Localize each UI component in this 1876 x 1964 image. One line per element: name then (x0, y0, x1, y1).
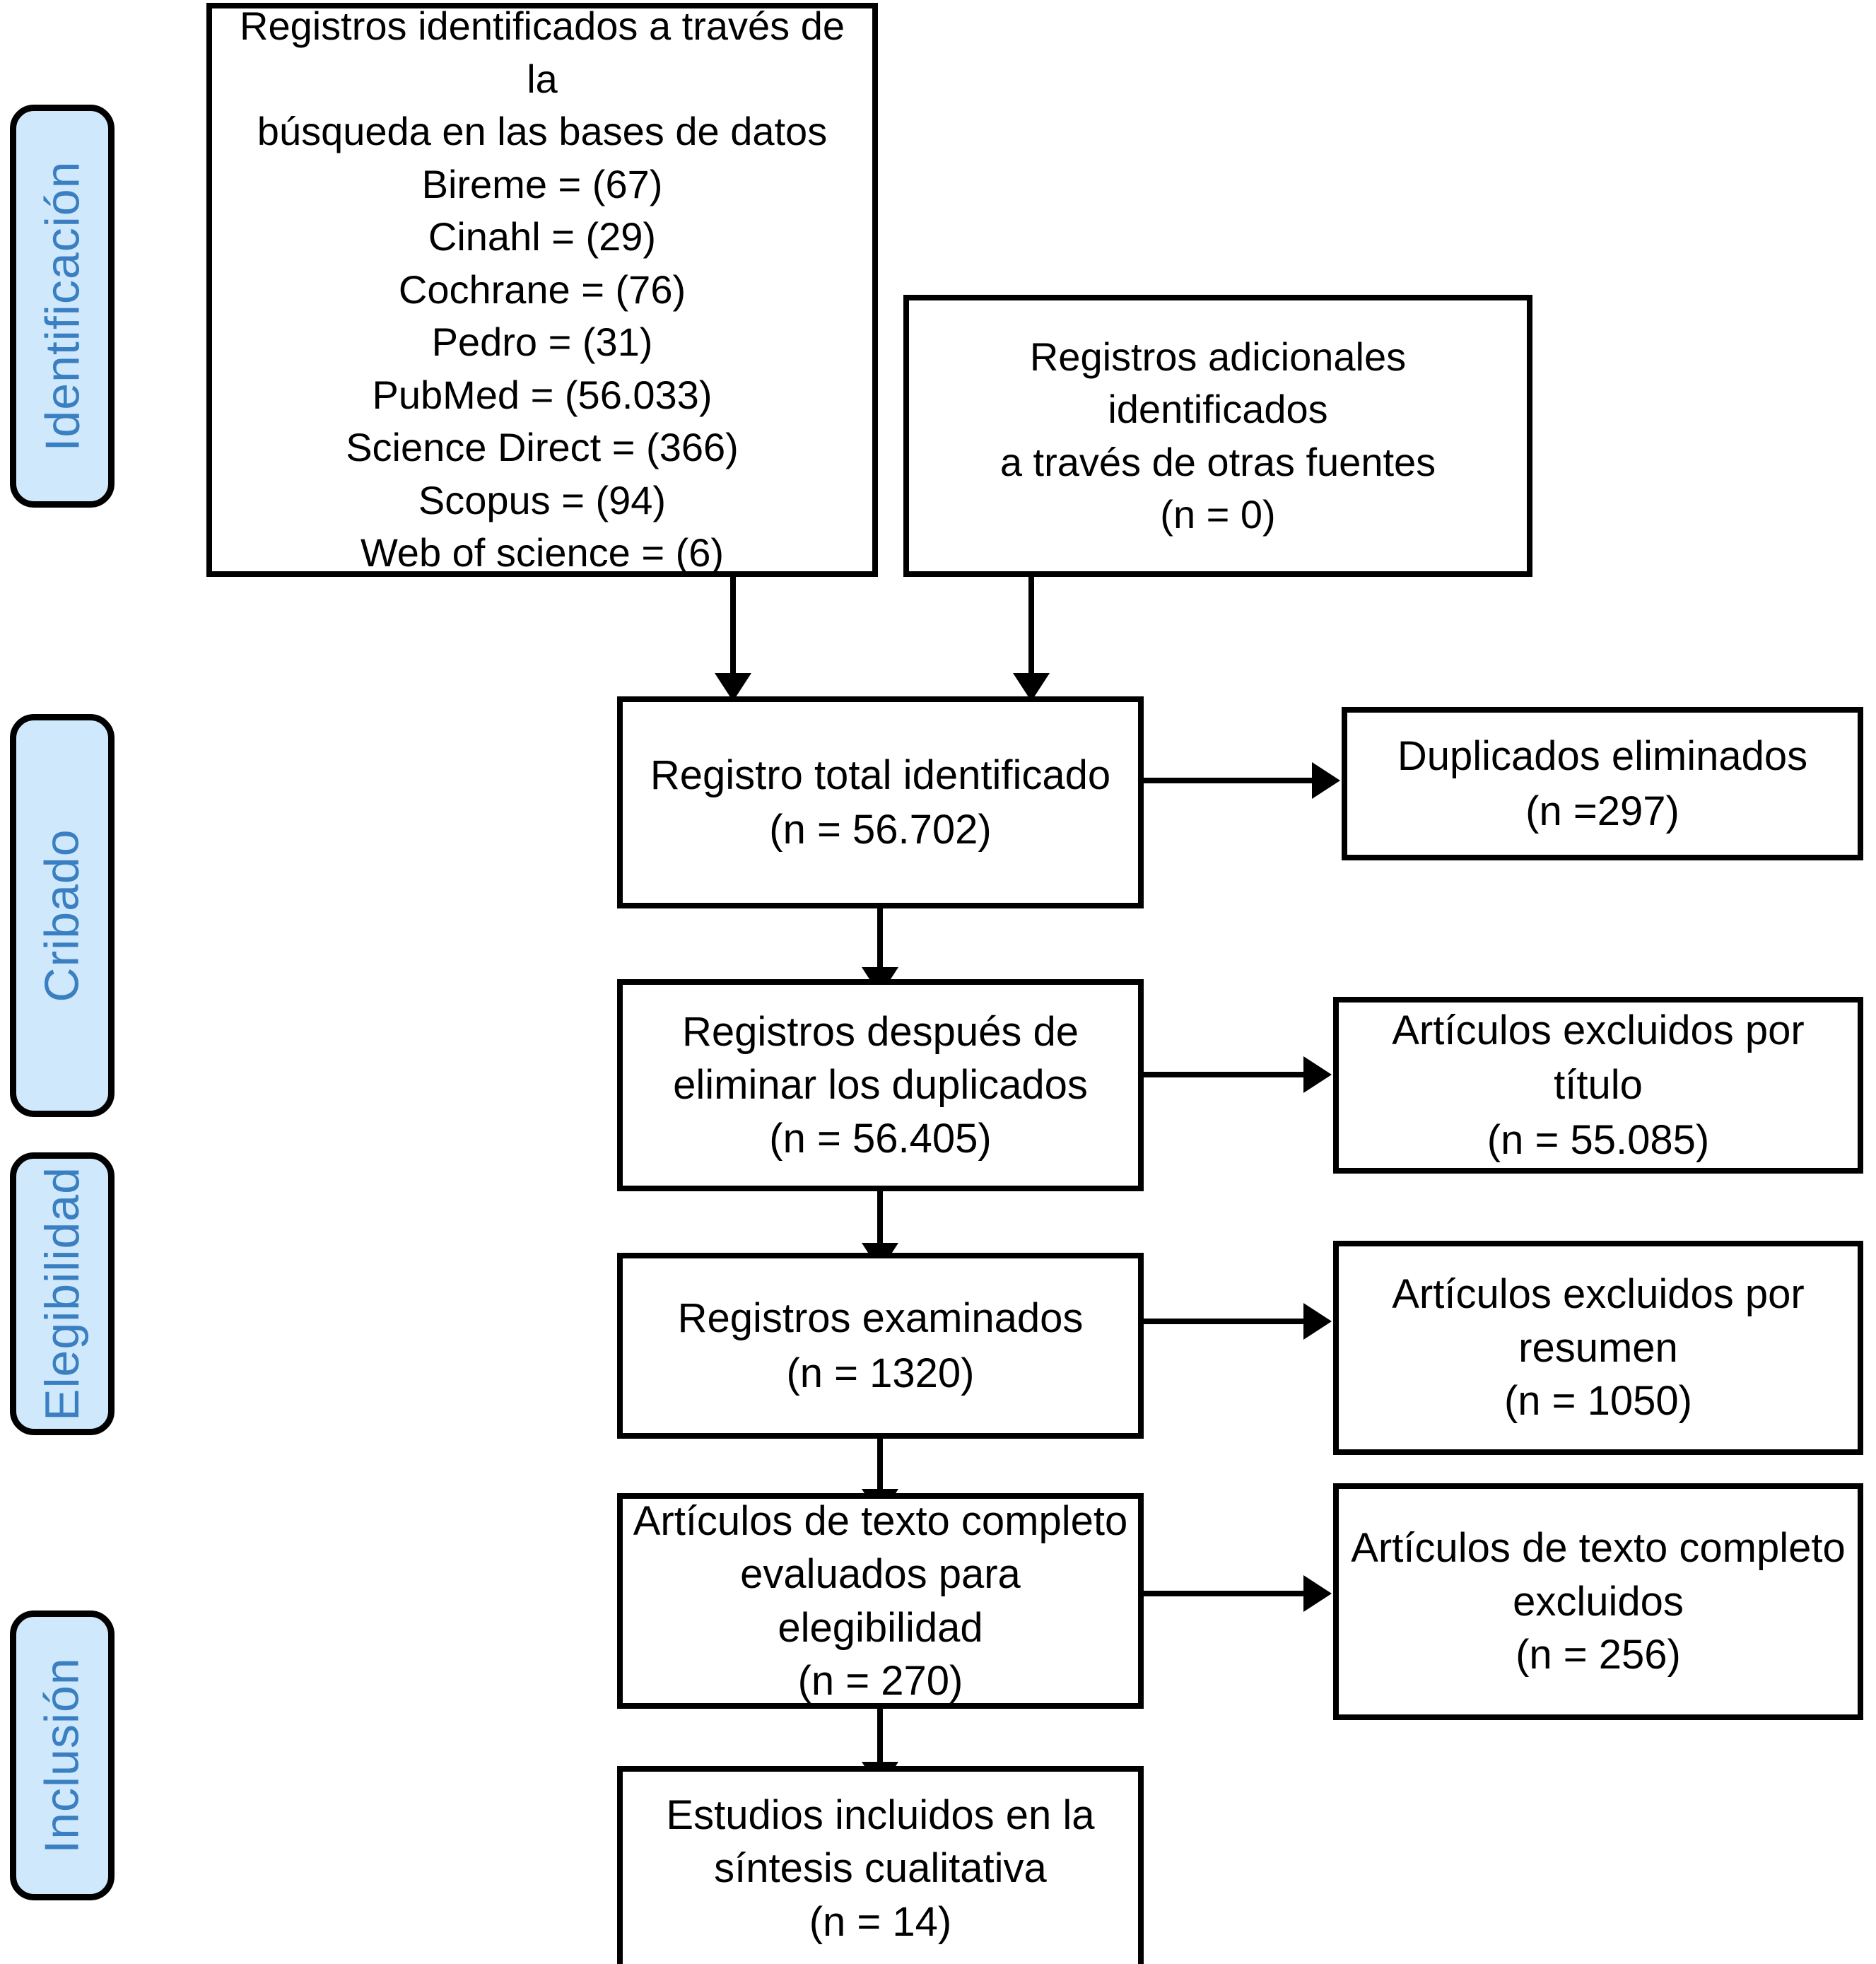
box-studies-included: Estudios incluidos en la síntesis cualit… (617, 1766, 1144, 1964)
box-fulltext-assessed: Artículos de texto completo evaluados pa… (617, 1493, 1144, 1709)
connector-fulltext-to-included (877, 1709, 883, 1767)
stage-label-elegibilidad-text: Elegibilidad (35, 1167, 89, 1421)
box-fulltext-excluded: Artículos de texto completo excluidos (n… (1333, 1483, 1863, 1720)
box-excluded-by-abstract: Artículos excluidos por resumen (n = 105… (1333, 1241, 1863, 1455)
box-duplicates-removed-text: Duplicados eliminados (n =297) (1397, 733, 1808, 834)
box-fulltext-assessed-text: Artículos de texto completo evaluados pa… (633, 1497, 1128, 1704)
box-records-screened-text: Registros examinados (n = 1320) (677, 1295, 1084, 1396)
connector-screened-to-fulltext (877, 1439, 883, 1494)
stage-label-identificacion: Identificación (10, 105, 115, 508)
box-total-identified-text: Registro total identificado (n = 56.702) (650, 752, 1111, 853)
box-records-other-sources: Registros adicionales identificados a tr… (903, 295, 1532, 577)
box-excluded-by-title: Artículos excluidos por título (n = 55.0… (1333, 997, 1863, 1174)
connector-other-sources-to-total (1028, 577, 1034, 677)
connector-databases-to-total (730, 577, 736, 677)
box-duplicates-removed: Duplicados eliminados (n =297) (1342, 707, 1863, 860)
stage-label-inclusion: Inclusión (10, 1611, 115, 1900)
box-records-after-duplicates: Registros después de eliminar los duplic… (617, 979, 1144, 1191)
arrow-total-to-duplicates (1312, 762, 1340, 799)
box-studies-included-text: Estudios incluidos en la síntesis cualit… (666, 1791, 1095, 1945)
box-records-other-sources-text: Registros adicionales identificados a tr… (999, 334, 1436, 537)
arrow-screened-to-excluded-abstract (1303, 1303, 1332, 1340)
connector-after-duplicates-to-screened (877, 1191, 883, 1248)
connector-screened-to-excluded-abstract (1144, 1319, 1305, 1324)
box-records-identified-databases: Registros identificados a través de la b… (206, 3, 878, 577)
stage-label-identificacion-text: Identificación (35, 160, 90, 452)
connector-after-duplicates-to-excluded-title (1144, 1072, 1305, 1077)
stage-label-inclusion-text: Inclusión (35, 1657, 90, 1854)
connector-total-to-after-duplicates (877, 908, 883, 972)
box-excluded-by-title-text: Artículos excluidos por título (n = 55.0… (1392, 1007, 1805, 1163)
connector-total-to-duplicates (1144, 778, 1313, 783)
arrow-after-duplicates-to-excluded-title (1303, 1056, 1332, 1093)
box-fulltext-excluded-text: Artículos de texto completo excluidos (n… (1351, 1525, 1846, 1678)
stage-label-elegibilidad: Elegibilidad (10, 1152, 115, 1435)
stage-label-cribado-text: Cribado (35, 829, 90, 1003)
box-records-screened: Registros examinados (n = 1320) (617, 1253, 1144, 1439)
box-records-after-duplicates-text: Registros después de eliminar los duplic… (673, 1008, 1088, 1162)
box-total-identified: Registro total identificado (n = 56.702) (617, 696, 1144, 908)
connector-fulltext-to-fulltext-excluded (1144, 1591, 1305, 1596)
arrow-fulltext-to-fulltext-excluded (1303, 1575, 1332, 1612)
box-records-identified-databases-text: Registros identificados a través de la b… (240, 4, 845, 575)
box-excluded-by-abstract-text: Artículos excluidos por resumen (n = 105… (1392, 1271, 1805, 1425)
stage-label-cribado: Cribado (10, 714, 115, 1117)
